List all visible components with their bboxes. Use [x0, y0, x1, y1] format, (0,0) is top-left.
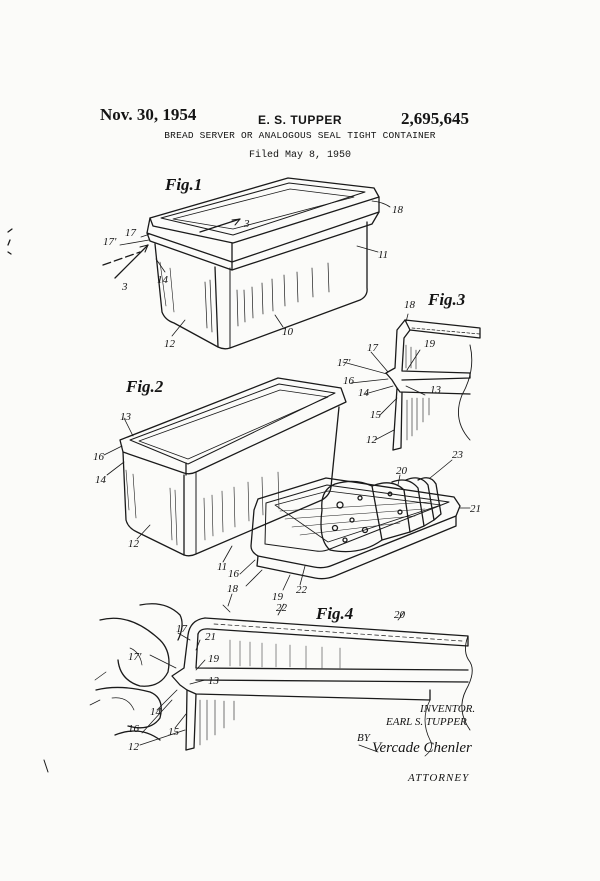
fig4-label: Fig.4	[315, 604, 353, 623]
figure-4-sectional-detail	[89, 593, 473, 757]
patent-number: 2,695,645	[401, 109, 469, 128]
inventor-caption: INVENTOR.	[419, 703, 475, 715]
fig1-refs: 18 3 17 17' 14 11 3 12 10	[103, 204, 404, 350]
ref-18: 18	[392, 204, 404, 216]
attorney-signature: Vercade Chenler	[372, 740, 472, 756]
figure-2-container-open	[103, 377, 347, 563]
ref-17: 17	[367, 342, 379, 354]
ref-21: 21	[205, 631, 216, 643]
ref-12: 12	[128, 538, 140, 550]
ref-16: 16	[343, 375, 355, 387]
ref-17-prime: 17'	[128, 651, 142, 663]
ref-21: 21	[470, 503, 481, 515]
ref-17: 17	[176, 623, 188, 635]
fig3-refs: 18 17 19 17' 16 14 13 15 12	[337, 299, 442, 446]
ref-19: 19	[208, 653, 220, 665]
fig1-label: Fig.1	[164, 175, 202, 194]
ref-18: 18	[227, 583, 239, 595]
ref-13: 13	[430, 384, 442, 396]
ref-11: 11	[217, 561, 227, 573]
ref-22: 22	[296, 584, 308, 596]
ref-13: 13	[208, 675, 220, 687]
ref-20: 20	[394, 609, 406, 621]
margin-marks	[7, 228, 49, 773]
patent-title: BREAD SERVER OR ANALOGOUS SEAL TIGHT CON…	[164, 130, 436, 141]
ref-13: 13	[120, 411, 132, 423]
fig4-refs: 18 22 20 17 21 17' 19 13 14 15 16 12	[128, 583, 406, 753]
ref-11: 11	[378, 249, 388, 261]
ref-14: 14	[157, 274, 169, 286]
ref-17-prime: 17'	[337, 357, 351, 369]
inventor-name-header: E. S. TUPPER	[258, 113, 343, 127]
ref-22: 22	[276, 602, 288, 614]
ref-14: 14	[95, 474, 107, 486]
figure-2-lid-with-bread	[239, 459, 471, 591]
ref-14: 14	[358, 387, 370, 399]
fig3-label: Fig.3	[427, 290, 466, 309]
ref-20: 20	[396, 465, 408, 477]
ref-16b: 16	[228, 568, 240, 580]
ref-10: 10	[282, 326, 294, 338]
ref-18: 18	[404, 299, 416, 311]
ref-12: 12	[128, 741, 140, 753]
ref-3: 3	[243, 218, 250, 230]
ref-15: 15	[370, 409, 382, 421]
ref-12: 12	[164, 338, 176, 350]
attorney-caption: ATTORNEY	[407, 772, 470, 784]
patent-date: Nov. 30, 1954	[100, 105, 197, 124]
fig2-refs: 13 16 14 12 11 16 20 23 21 19 22	[93, 411, 481, 603]
ref-3b: 3	[121, 281, 128, 293]
ref-19: 19	[272, 591, 284, 603]
fig2-label: Fig.2	[125, 377, 164, 396]
ref-12: 12	[366, 434, 378, 446]
ref-16: 16	[93, 451, 105, 463]
ref-15: 15	[168, 726, 180, 738]
figure-3-section-view	[342, 313, 481, 451]
filed-date: Filed May 8, 1950	[248, 150, 352, 161]
figure-1-container-closed	[102, 177, 391, 350]
ref-19: 19	[424, 338, 436, 350]
ref-17: 17	[125, 227, 137, 239]
ref-23: 23	[452, 449, 464, 461]
ref-17-prime: 17'	[103, 236, 117, 248]
inventor-name: EARL S. TUPPER	[385, 716, 467, 728]
by-label: BY	[357, 732, 372, 744]
ref-16: 16	[128, 723, 140, 735]
ref-14: 14	[150, 706, 162, 718]
signature-block: INVENTOR. EARL S. TUPPER BY Vercade Chen…	[357, 703, 475, 784]
